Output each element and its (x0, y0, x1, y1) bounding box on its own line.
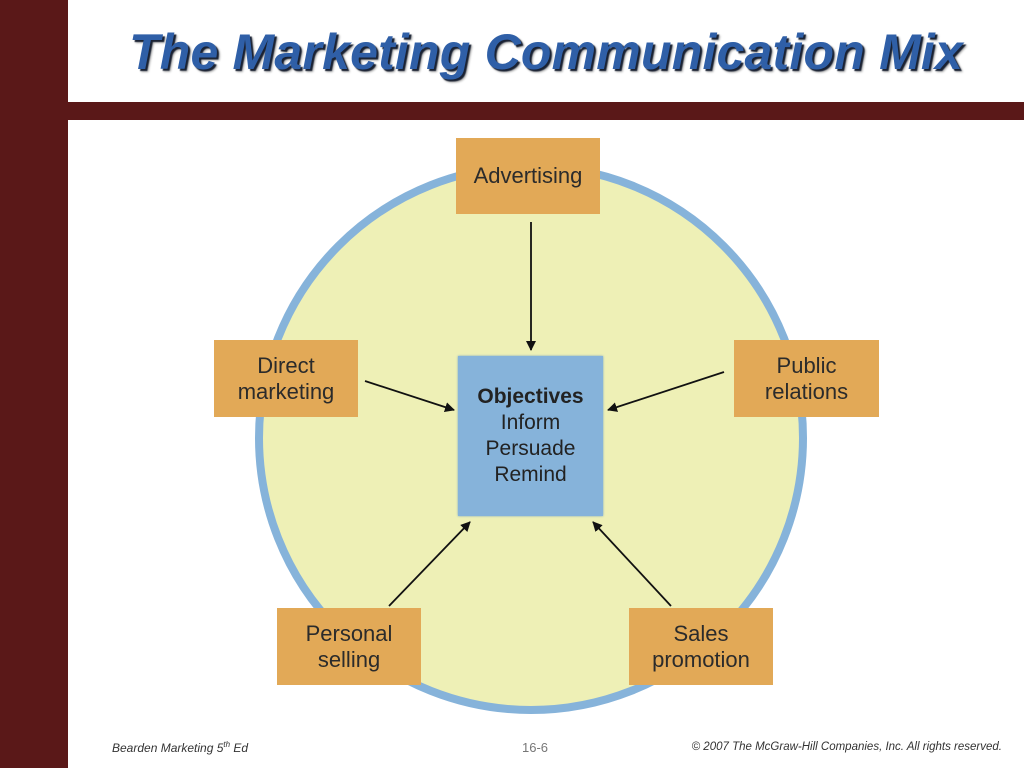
node-sales-promotion-line-2: promotion (652, 646, 750, 672)
node-public-relations: Public relations (734, 340, 879, 417)
arrow-public-relations (607, 371, 725, 412)
footer-book-citation: Bearden Marketing 5th Ed (112, 740, 248, 755)
objective-inform: Inform (500, 411, 561, 434)
title-band (68, 0, 1024, 102)
node-public-relations-line-1: Public (776, 352, 837, 378)
node-advertising: Advertising (456, 138, 600, 214)
footer-book-suffix: Ed (230, 741, 249, 755)
footer-book-edition-sup: th (223, 740, 231, 749)
title-rule (68, 102, 1024, 120)
objectives-box: Objectives Inform Persuade Remind (458, 356, 603, 516)
node-direct-marketing: Direct marketing (214, 340, 358, 417)
objective-remind: Remind (494, 463, 567, 486)
left-accent-bar (0, 0, 68, 768)
arrow-personal-selling (388, 521, 471, 607)
slide-title: The Marketing Communication Mix (128, 24, 964, 80)
node-personal-selling: Personal selling (277, 608, 421, 685)
node-advertising-line-1: Advertising (473, 163, 583, 188)
slide-number: 16-6 (522, 740, 549, 755)
node-sales-promotion: Sales promotion (629, 608, 773, 685)
node-sales-promotion-line-1: Sales (673, 620, 729, 646)
node-personal-selling-line-1: Personal (305, 620, 393, 646)
copyright-notice: © 2007 The McGraw-Hill Companies, Inc. A… (691, 741, 1002, 753)
node-direct-marketing-line-2: marketing (237, 378, 335, 404)
node-direct-marketing-line-1: Direct (257, 352, 315, 378)
node-personal-selling-line-2: selling (317, 646, 381, 672)
objective-persuade: Persuade (485, 437, 576, 460)
footer-book-title: Bearden Marketing 5 (112, 741, 224, 755)
node-public-relations-line-2: relations (764, 378, 849, 404)
arrow-sales-promotion (592, 521, 672, 607)
objectives-heading: Objectives (477, 385, 584, 408)
arrow-direct-marketing (364, 380, 455, 412)
